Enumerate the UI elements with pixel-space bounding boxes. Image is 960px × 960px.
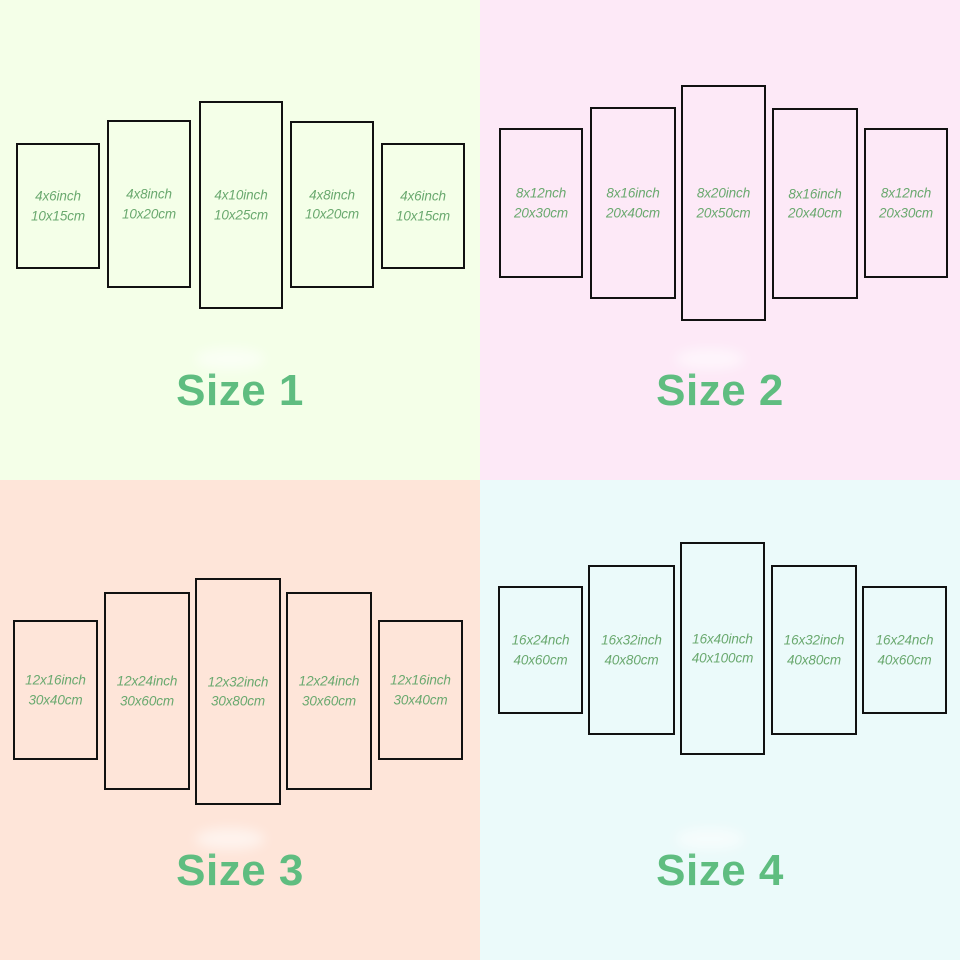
canvas-size-3-panel-3[interactable]: 12x32inch 30x80cm bbox=[195, 578, 281, 805]
dimension-cm: 10x25cm bbox=[213, 207, 269, 222]
dimension-inch: 8x16inch bbox=[606, 185, 660, 201]
canvas-size-1-panel-2[interactable]: 4x8inch 10x20cm bbox=[107, 120, 191, 288]
canvas-size-4-panel-4[interactable]: 16x32inch 40x80cm bbox=[771, 565, 857, 735]
panel-dimension-label: 16x24nch 40x60cm bbox=[876, 630, 934, 669]
dimension-inch: 8x12nch bbox=[515, 185, 567, 201]
panel-dimension-label: 12x16inch 30x40cm bbox=[25, 670, 86, 709]
panel-dimension-label: 4x10inch 10x25cm bbox=[214, 185, 268, 224]
quadrant-size-2[interactable]: 8x12nch 20x30cm 8x16inch 20x40cm 8x20inch 20x… bbox=[480, 0, 960, 480]
canvas-size-4-panel-5[interactable]: 16x24nch 40x60cm bbox=[862, 586, 947, 714]
panel-dimension-label: 4x6inch 10x15cm bbox=[31, 186, 85, 225]
canvas-size-4-panel-2[interactable]: 16x32inch 40x80cm bbox=[588, 565, 675, 735]
panel-dimension-label: 8x20inch 20x50cm bbox=[696, 183, 750, 222]
dimension-cm: 40x60cm bbox=[513, 652, 568, 667]
dimension-cm: 10x15cm bbox=[395, 208, 451, 223]
size-title-size-4: Size 4 bbox=[656, 846, 784, 895]
dimension-cm: 40x80cm bbox=[786, 652, 842, 667]
dimension-inch: 12x32inch bbox=[207, 673, 269, 689]
canvas-size-3-panel-4[interactable]: 12x24inch 30x60cm bbox=[286, 592, 372, 790]
canvas-size-2-panel-2[interactable]: 8x16inch 20x40cm bbox=[590, 107, 676, 299]
panel-dimension-label: 8x12nch 20x30cm bbox=[514, 183, 568, 222]
dimension-inch: 12x24inch bbox=[116, 673, 178, 689]
dimension-cm: 30x40cm bbox=[393, 692, 448, 707]
dimension-cm: 10x20cm bbox=[304, 206, 360, 222]
canvas-size-3-panel-5[interactable]: 12x16inch 30x40cm bbox=[378, 620, 463, 760]
dimension-cm: 10x20cm bbox=[121, 206, 177, 221]
panel-dimension-label: 4x8inch 10x20cm bbox=[305, 185, 359, 224]
dimension-inch: 16x32inch bbox=[601, 632, 662, 648]
panel-dimension-label: 12x24inch 30x60cm bbox=[117, 671, 178, 710]
canvas-size-3-panel-2[interactable]: 12x24inch 30x60cm bbox=[104, 592, 190, 790]
dimension-cm: 30x60cm bbox=[119, 693, 175, 708]
dimension-cm: 10x15cm bbox=[30, 208, 86, 223]
panel-dimension-label: 16x32inch 40x80cm bbox=[601, 630, 662, 669]
dimension-inch: 8x20inch bbox=[696, 185, 751, 201]
dimension-cm: 30x40cm bbox=[28, 692, 83, 707]
panel-dimension-label: 4x6inch 10x15cm bbox=[396, 186, 450, 225]
panel-dimension-label: 12x32inch 30x80cm bbox=[208, 672, 269, 711]
dimension-cm: 30x60cm bbox=[301, 693, 357, 708]
canvas-size-4-panel-3[interactable]: 16x40inch 40x100cm bbox=[680, 542, 765, 755]
dimension-inch: 16x24nch bbox=[511, 632, 570, 648]
dimension-inch: 8x12nch bbox=[880, 185, 932, 201]
dimension-inch: 16x32inch bbox=[783, 632, 845, 648]
dimension-inch: 4x8inch bbox=[126, 186, 172, 202]
size-title-size-2: Size 2 bbox=[656, 366, 784, 415]
size-title-size-3: Size 3 bbox=[176, 846, 304, 895]
dimension-inch: 4x6inch bbox=[400, 188, 446, 204]
dimension-inch: 12x24inch bbox=[298, 673, 360, 689]
dimension-cm: 20x50cm bbox=[696, 205, 751, 220]
canvas-size-2-panel-1[interactable]: 8x12nch 20x30cm bbox=[499, 128, 583, 278]
panel-dimension-label: 16x32inch 40x80cm bbox=[784, 630, 845, 669]
canvas-size-2-panel-5[interactable]: 8x12nch 20x30cm bbox=[864, 128, 948, 278]
canvas-size-3-panel-1[interactable]: 12x16inch 30x40cm bbox=[13, 620, 98, 760]
canvas-size-4-panel-1[interactable]: 16x24nch 40x60cm bbox=[498, 586, 583, 714]
dimension-inch: 8x16inch bbox=[788, 185, 842, 201]
dimension-cm: 20x40cm bbox=[787, 205, 843, 221]
panel-dimension-label: 16x24nch 40x60cm bbox=[512, 630, 570, 669]
panel-dimension-label: 4x8inch 10x20cm bbox=[122, 184, 176, 223]
dimension-cm: 40x100cm bbox=[691, 650, 754, 666]
quadrant-size-3[interactable]: 12x16inch 30x40cm 12x24inch 30x60cm 12x32inc… bbox=[0, 480, 480, 960]
panel-dimension-label: 8x16inch 20x40cm bbox=[606, 183, 660, 222]
dimension-cm: 40x60cm bbox=[877, 652, 932, 667]
dimension-cm: 30x80cm bbox=[210, 693, 266, 709]
dimension-cm: 20x40cm bbox=[605, 205, 661, 220]
panel-dimension-label: 12x24inch 30x60cm bbox=[299, 671, 360, 710]
dimension-inch: 12x16inch bbox=[25, 672, 86, 688]
panel-dimension-label: 8x12nch 20x30cm bbox=[879, 183, 933, 222]
dimension-inch: 4x8inch bbox=[309, 186, 355, 202]
dimension-inch: 4x6inch bbox=[35, 188, 81, 204]
panel-dimension-label: 16x40inch 40x100cm bbox=[692, 629, 754, 668]
canvas-size-2-panel-3[interactable]: 8x20inch 20x50cm bbox=[681, 85, 766, 321]
dimension-inch: 16x24nch bbox=[875, 632, 934, 648]
panel-dimension-label: 8x16inch 20x40cm bbox=[788, 184, 842, 223]
dimension-inch: 12x16inch bbox=[390, 672, 451, 688]
size-title-size-1: Size 1 bbox=[176, 366, 304, 415]
canvas-size-1-panel-4[interactable]: 4x8inch 10x20cm bbox=[290, 121, 374, 288]
dimension-cm: 20x30cm bbox=[513, 205, 569, 220]
dimension-inch: 16x40inch bbox=[692, 630, 753, 646]
quadrant-size-1[interactable]: 4x6inch 10x15cm 4x8inch 10x20cm 4x10inch 10x2… bbox=[0, 0, 480, 480]
canvas-size-2-panel-4[interactable]: 8x16inch 20x40cm bbox=[772, 108, 858, 299]
canvas-size-1-panel-1[interactable]: 4x6inch 10x15cm bbox=[16, 143, 100, 269]
dimension-inch: 4x10inch bbox=[214, 187, 268, 203]
panel-dimension-label: 12x16inch 30x40cm bbox=[390, 670, 451, 709]
canvas-size-1-panel-3[interactable]: 4x10inch 10x25cm bbox=[199, 101, 283, 309]
quadrant-size-4[interactable]: 16x24nch 40x60cm 16x32inch 40x80cm 16x40inch… bbox=[480, 480, 960, 960]
dimension-cm: 20x30cm bbox=[878, 205, 934, 220]
canvas-size-1-panel-5[interactable]: 4x6inch 10x15cm bbox=[381, 143, 465, 269]
dimension-cm: 40x80cm bbox=[604, 652, 659, 667]
